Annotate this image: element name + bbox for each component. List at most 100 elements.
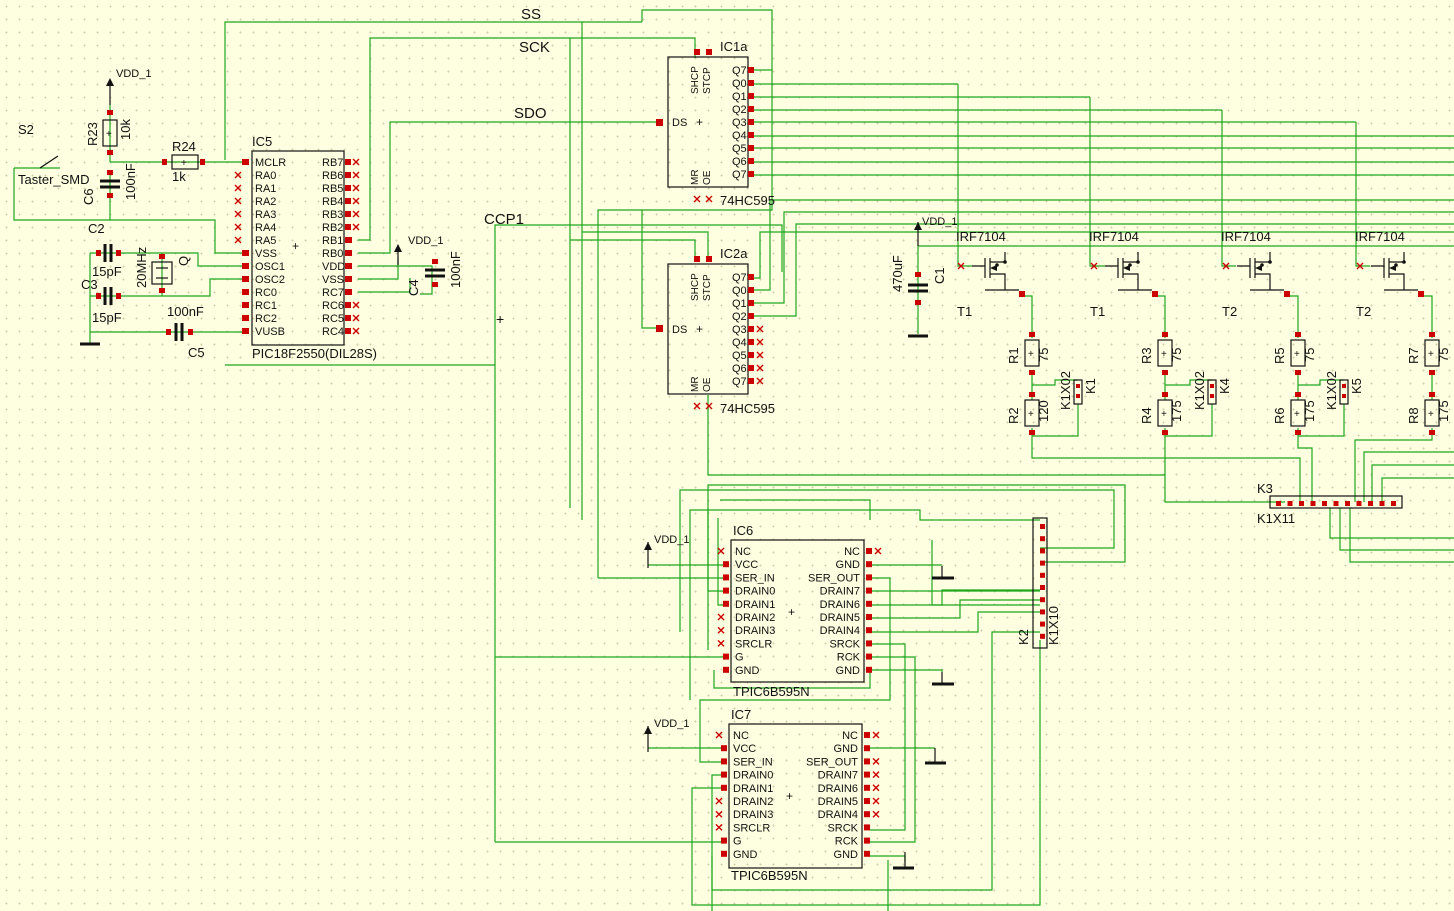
ic5-microcontroller[interactable]: IC5 PIC18F2550(DIL28S) MCLRRA0RA1RA2RA3R… (234, 134, 377, 361)
wire-k1b (1032, 404, 1079, 437)
connector-value: K1X02 (1324, 371, 1339, 410)
wire-k4a (1165, 379, 1212, 386)
resistor-r23[interactable]: + R23 10k (85, 110, 133, 155)
ic5-pin-r-rb7: RB7 (322, 157, 343, 169)
k3-pad-0 (1276, 501, 1281, 506)
wires (13, 9, 1454, 911)
k2-pad-5 (1040, 585, 1045, 590)
ic1-ref: IC1a (720, 39, 748, 54)
resistor-r24[interactable]: + R24 1k (162, 139, 205, 184)
ic7-pad-r8 (864, 837, 870, 844)
ic6-nc-l7 (717, 639, 725, 647)
resistor-pad-b (1162, 430, 1168, 435)
wire-k3-r2 (1371, 464, 1454, 502)
connector-pad-1 (1210, 384, 1214, 388)
ic6-power-shift-register[interactable]: IC6 TPIC6B595N NCVCCSER_INDRAIN0DRAIN1DR… (717, 523, 882, 699)
switch-s2[interactable]: S2 Taster_SMD (18, 122, 90, 187)
svg-text:R23: R23 (85, 122, 100, 146)
ic7-pin-r-5: DRAIN5 (818, 796, 858, 808)
ic7-pin-r-7: SRCK (827, 822, 858, 834)
wire-r2-k3 (1031, 428, 1301, 502)
ic6-pin-4: DRAIN1 (735, 599, 775, 611)
ic7-pad-r3 (864, 771, 870, 778)
ic5-nc-r3 (352, 197, 360, 205)
resistor-pad-a (1295, 332, 1301, 337)
ic2-ds-pad (656, 325, 663, 332)
connector-ref: K3 (1257, 481, 1273, 496)
ic5-pad-r4 (345, 211, 351, 217)
svg-text:100nF: 100nF (167, 304, 204, 319)
ic5-pin-r-rb6: RB6 (322, 170, 343, 182)
ic5-pad-r6 (345, 237, 352, 243)
resistor-ref: R4 (1139, 407, 1154, 424)
capacitor-c5[interactable]: 100nF C5 (166, 304, 205, 360)
ic7-pad-r6 (864, 811, 870, 818)
svg-text:+: + (106, 129, 112, 140)
ic5-nc-r13 (352, 327, 360, 335)
wire-k1a (1032, 379, 1078, 386)
crystal-q[interactable]: 20MHz Q (134, 247, 191, 293)
ic1-pad-r7 (748, 158, 754, 164)
ic2-pad-r1 (748, 287, 754, 293)
ic2-pin-shcp: SHCP (690, 273, 701, 301)
resistor-pad-b (1429, 370, 1435, 375)
ic5-pad-r8 (345, 263, 352, 269)
connector-k5[interactable]: K1X02 K5 (1324, 371, 1364, 410)
wire-k2-1 (679, 489, 1115, 632)
vdd-symbol-ic5: VDD_1 (394, 235, 443, 265)
ic7-pad-r2 (864, 758, 870, 765)
ic2-pin-stcp: STCP (702, 274, 713, 301)
wire-k5a (1298, 379, 1344, 386)
ic1-pin-r-5: Q4 (732, 130, 747, 142)
ic7-nc-r0 (872, 731, 880, 739)
svg-text:470uF: 470uF (890, 255, 905, 292)
ic7-power-shift-register[interactable]: IC7 TPIC6B595N NCVCCSER_INDRAIN0DRAIN1DR… (715, 707, 880, 883)
origin-cross: + (496, 311, 504, 327)
connector-ref: K5 (1349, 378, 1364, 394)
ic2-pin-r-5: Q4 (732, 337, 747, 349)
ic5-pin-vss: VSS (255, 248, 277, 260)
ic5-pad-l0 (242, 159, 249, 165)
wire-ic6-gnd2 (870, 669, 943, 672)
capacitor-c4[interactable]: C4 100nF (406, 251, 463, 296)
capacitor-c2[interactable]: C2 15pF (88, 221, 122, 279)
ic1-pin-r-2: Q1 (732, 91, 747, 103)
ic7-pin-7: SRCLR (733, 822, 770, 834)
wire-ic2-stcp (582, 231, 709, 258)
ic5-nc-r5 (352, 223, 360, 231)
ic2-pin-r-0: Q7' (732, 272, 749, 284)
capacitor-c1[interactable]: 470uF C1 (890, 255, 947, 305)
resistor-pad-a (1162, 332, 1168, 337)
ic7-pad-l1 (721, 745, 727, 752)
capacitor-c6[interactable]: C6 100nF (81, 163, 138, 205)
capacitor-c3[interactable]: C3 15pF (81, 277, 122, 325)
k2-pad-0 (1040, 524, 1045, 529)
wire-ic1-chain (641, 69, 773, 329)
ic5-nc-5 (234, 223, 242, 231)
ic7-nc-l6 (715, 810, 723, 818)
wire-gate3 (1221, 110, 1236, 267)
ic2-nc-r7 (756, 364, 764, 372)
